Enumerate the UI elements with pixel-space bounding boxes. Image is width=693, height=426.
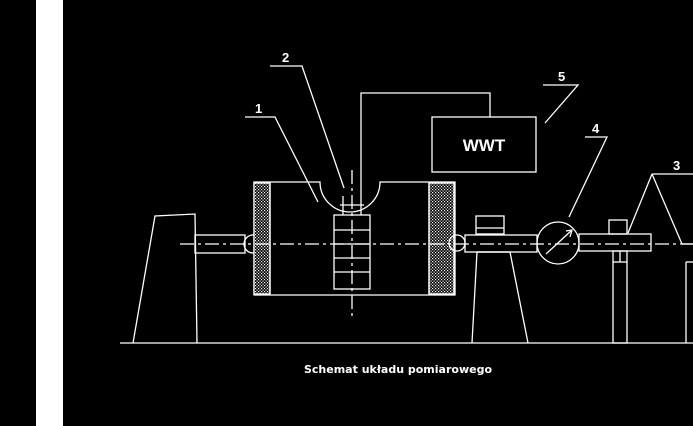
- label-3: 3: [673, 158, 680, 173]
- wwt-cable: [360, 92, 491, 196]
- diagram-caption: Schemat układu pomiarowego: [304, 363, 492, 376]
- post-top: [608, 219, 628, 235]
- right-support: [471, 251, 529, 344]
- post-body: [612, 250, 628, 344]
- left-support: [132, 213, 198, 344]
- label-5: 5: [558, 69, 565, 84]
- label-1: 1: [255, 101, 262, 116]
- leader-2: [270, 65, 345, 189]
- leader-1: [245, 116, 319, 203]
- leader-4: [568, 136, 609, 218]
- leader-5: [543, 84, 580, 124]
- label-4: 4: [592, 121, 600, 136]
- left-shaft: [194, 234, 246, 254]
- housing-body: [253, 181, 456, 296]
- housing-left-hatched: [253, 182, 271, 295]
- wwt-label: WWT: [463, 136, 506, 155]
- right-support-top: [475, 215, 505, 235]
- wwt-box: [431, 116, 537, 173]
- output-shaft: [578, 233, 652, 252]
- label-2: 2: [282, 50, 289, 65]
- left-white-stripe: [36, 0, 63, 426]
